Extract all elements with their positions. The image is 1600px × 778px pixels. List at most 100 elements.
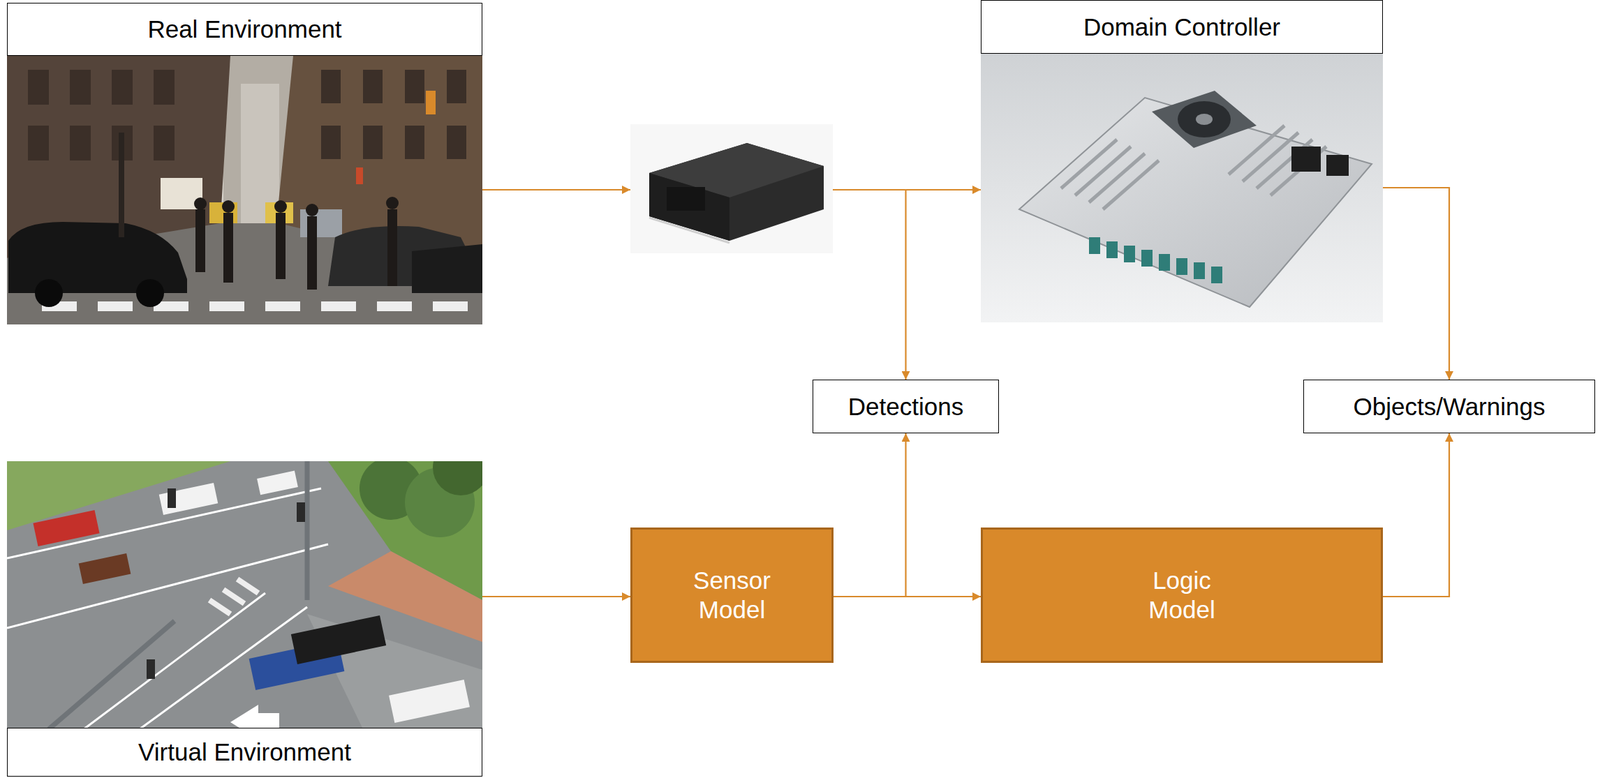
illustration-shape bbox=[48, 461, 308, 730]
illustration-shape bbox=[356, 167, 364, 185]
panel-title: Domain Controller bbox=[1083, 12, 1281, 42]
illustration-shape bbox=[666, 187, 706, 211]
illustration-shape bbox=[446, 125, 467, 160]
illustration-shape bbox=[32, 510, 100, 547]
illustration-shape bbox=[321, 301, 357, 312]
illustration-shape bbox=[118, 132, 125, 238]
illustration-shape bbox=[446, 69, 467, 104]
illustration-shape bbox=[1141, 249, 1153, 267]
box-label: Objects/Warnings bbox=[1353, 392, 1546, 422]
illustration-shape bbox=[363, 125, 383, 160]
illustration-shape bbox=[167, 488, 176, 509]
illustration-shape bbox=[1123, 245, 1136, 263]
illustration-shape bbox=[159, 483, 218, 516]
illustration-shape bbox=[27, 69, 467, 161]
illustration-shape bbox=[146, 659, 155, 680]
illustration-shape bbox=[1019, 97, 1372, 308]
illustration-shape bbox=[274, 200, 287, 213]
illustration-shape bbox=[48, 621, 175, 730]
data-box: Detections bbox=[812, 379, 999, 434]
domain-controller-photo bbox=[980, 53, 1383, 323]
illustration-shape bbox=[387, 209, 398, 287]
panel-label: Real Environment bbox=[6, 2, 483, 56]
illustration-shape bbox=[6, 544, 329, 629]
illustration-shape bbox=[209, 600, 231, 615]
illustration-shape bbox=[34, 279, 63, 308]
illustration-shape bbox=[307, 216, 317, 290]
illustration-shape bbox=[6, 461, 231, 531]
illustration-shape bbox=[425, 90, 436, 115]
illustration-shape bbox=[209, 579, 259, 615]
illustration-shape bbox=[649, 217, 730, 243]
illustration-shape bbox=[97, 301, 133, 312]
illustration-shape bbox=[404, 69, 425, 104]
flow-arrow bbox=[833, 596, 981, 598]
illustration-shape bbox=[136, 279, 165, 308]
illustration-shape bbox=[153, 69, 175, 105]
illustration-shape bbox=[291, 615, 387, 665]
illustration-shape bbox=[195, 209, 206, 273]
illustration-shape bbox=[305, 203, 319, 217]
illustration-shape bbox=[388, 679, 470, 724]
flow-arrow bbox=[1382, 433, 1450, 597]
illustration-shape bbox=[265, 301, 301, 312]
illustration-shape bbox=[111, 69, 133, 105]
virtual-scene-render bbox=[6, 461, 483, 730]
illustration-shape bbox=[6, 488, 329, 730]
box-label: Logic Model bbox=[1122, 566, 1242, 625]
illustration-shape bbox=[194, 196, 399, 290]
illustration-shape bbox=[386, 196, 399, 210]
illustration-shape bbox=[1089, 237, 1101, 255]
illustration-shape bbox=[69, 125, 91, 161]
scene-panel: Virtual Environment bbox=[6, 461, 483, 777]
illustration-shape bbox=[153, 125, 175, 161]
illustration-shape bbox=[1106, 241, 1118, 259]
illustration-shape bbox=[1177, 101, 1231, 138]
flow-arrow bbox=[482, 596, 631, 598]
illustration-shape bbox=[209, 301, 245, 312]
illustration-shape bbox=[1326, 154, 1349, 176]
illustration-shape bbox=[411, 244, 483, 294]
illustration-shape bbox=[1102, 160, 1159, 210]
illustration-shape bbox=[432, 301, 468, 312]
flow-arrow bbox=[833, 433, 907, 597]
illustration-shape bbox=[630, 124, 833, 254]
illustration-shape bbox=[376, 301, 412, 312]
illustration-shape bbox=[256, 470, 299, 495]
illustration-shape bbox=[296, 502, 306, 523]
illustration-shape bbox=[1158, 254, 1170, 271]
illustration-shape bbox=[1176, 258, 1188, 276]
illustration-shape bbox=[159, 470, 470, 724]
illustration-shape bbox=[321, 69, 341, 104]
illustration-shape bbox=[1291, 146, 1321, 172]
illustration-shape bbox=[404, 125, 425, 160]
illustration-shape bbox=[1089, 237, 1223, 284]
illustration-shape bbox=[1151, 90, 1257, 148]
box-label: Sensor Model bbox=[672, 566, 792, 625]
illustration-shape bbox=[83, 593, 266, 730]
illustration-shape bbox=[363, 69, 383, 104]
illustration-shape bbox=[305, 461, 310, 601]
illustration-shape bbox=[6, 461, 483, 730]
illustration-shape bbox=[621, 185, 631, 195]
process-box: Sensor Model bbox=[630, 527, 834, 664]
illustration-shape bbox=[1195, 113, 1213, 125]
illustration-shape bbox=[230, 705, 280, 730]
illustration-shape bbox=[32, 510, 100, 547]
panel-label: Domain Controller bbox=[980, 0, 1383, 54]
illustration-shape bbox=[221, 200, 235, 213]
illustration-shape bbox=[291, 615, 387, 665]
illustration-shape bbox=[27, 125, 49, 161]
illustration-shape bbox=[1193, 262, 1205, 280]
illustration-shape bbox=[980, 53, 1383, 323]
data-box: Objects/Warnings bbox=[1303, 379, 1596, 434]
flow-arrow bbox=[1382, 187, 1450, 380]
illustration-shape bbox=[275, 212, 286, 280]
illustration-shape bbox=[8, 221, 188, 294]
sensor-unit bbox=[621, 124, 833, 254]
illustration-shape bbox=[78, 553, 132, 585]
panel-label: Virtual Environment bbox=[6, 728, 483, 777]
illustration-shape bbox=[41, 301, 468, 312]
illustration-shape bbox=[1211, 266, 1223, 284]
